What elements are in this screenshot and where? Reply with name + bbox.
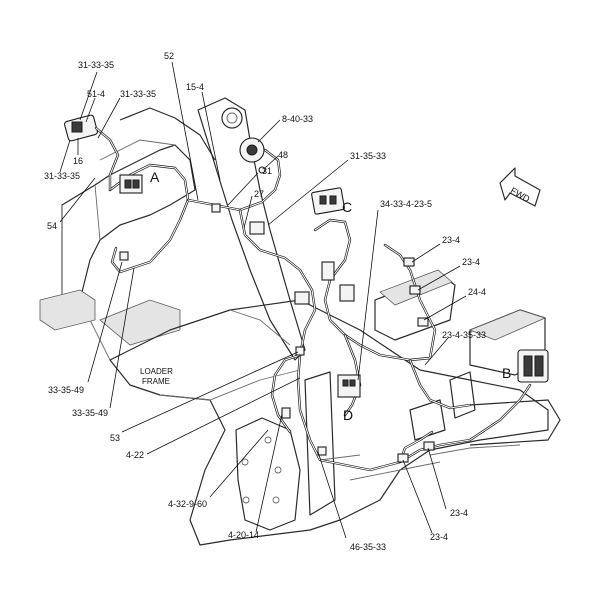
zone-label-a: A — [150, 169, 160, 185]
callout-labels: 31-33-35 51-4 31-33-35 16 31-33-35 54 52… — [44, 51, 486, 552]
fwd-label: FWD — [509, 185, 532, 204]
callout-4-22: 4-22 — [126, 450, 144, 460]
loader-frame-structure — [39, 97, 561, 546]
frame-label: FRAME — [142, 377, 170, 386]
callout-52: 52 — [164, 51, 174, 61]
components — [64, 114, 549, 463]
callout-27: 27 — [254, 189, 264, 199]
callout-16: 16 — [73, 156, 83, 166]
leader-lines — [59, 61, 467, 539]
wiring-harness — [108, 148, 532, 472]
callout-34-33-4-23-5: 34-33-4-23-5 — [380, 199, 432, 209]
control-module-c — [311, 187, 345, 215]
callout-15-4: 15-4 — [186, 82, 204, 92]
callout-51-4: 51-4 — [87, 89, 105, 99]
callout-33-35-49-b: 33-35-49 — [72, 408, 108, 418]
callout-48: 48 — [278, 150, 288, 160]
callout-31-33-35-top: 31-33-35 — [78, 60, 114, 70]
callout-23-4-a: 23-4 — [442, 235, 460, 245]
zone-label-b: B — [502, 365, 511, 381]
forward-arrow-icon: FWD — [499, 167, 541, 207]
connector-cluster-d — [337, 374, 361, 398]
callout-46-35-33: 46-35-33 — [350, 542, 386, 552]
callout-33-35-49-a: 33-35-49 — [48, 385, 84, 395]
callout-31: 31 — [262, 166, 272, 176]
callout-54: 54 — [47, 221, 57, 231]
connector-27 — [249, 221, 265, 235]
callout-4-32-9-60: 4-32-9-60 — [168, 499, 207, 509]
callout-4-20-14: 4-20-14 — [228, 530, 259, 540]
callout-24-4: 24-4 — [468, 287, 486, 297]
callout-23-4-b: 23-4 — [462, 257, 480, 267]
callout-53: 53 — [110, 433, 120, 443]
callout-31-33-35-mid: 31-33-35 — [120, 89, 156, 99]
loader-label: LOADER — [140, 367, 173, 376]
relay — [71, 121, 83, 133]
zone-label-c: C — [342, 199, 352, 215]
callout-23-4-c: 23-4 — [450, 508, 468, 518]
zone-label-d: D — [343, 407, 353, 423]
callout-31-35-33: 31-35-33 — [350, 151, 386, 161]
callout-23-4-d: 23-4 — [430, 532, 448, 542]
callout-31-33-35-left: 31-33-35 — [44, 171, 80, 181]
callout-23-4-35-33: 23-4-35-33 — [442, 330, 486, 340]
callout-8-40-33: 8-40-33 — [282, 114, 313, 124]
connector-48 — [258, 166, 266, 174]
